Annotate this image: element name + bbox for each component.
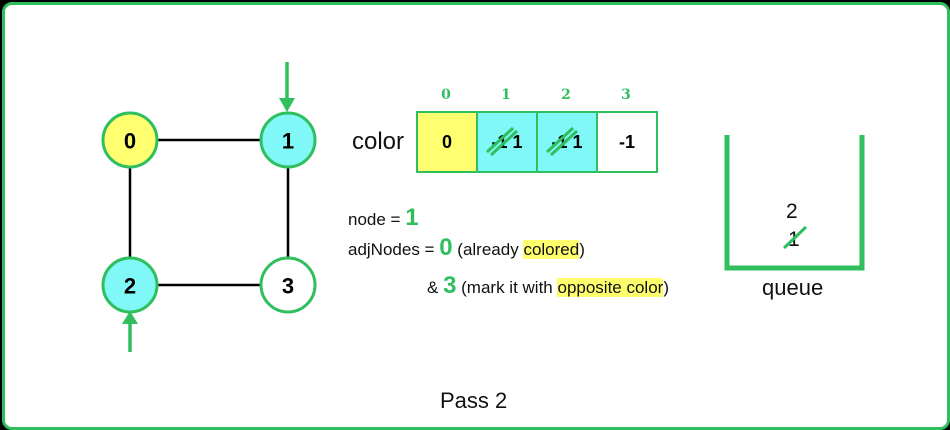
color-cell-0-value: 0	[441, 131, 452, 152]
queue-label: queue	[762, 275, 824, 300]
color-cell-2: -1 1	[536, 111, 598, 173]
graph-node-2	[101, 256, 159, 314]
adj-prefix: adjNodes =	[348, 240, 440, 259]
strike-through-mark	[782, 225, 808, 250]
graph-node-0	[101, 111, 159, 169]
color-index-1: 1	[501, 87, 511, 103]
queue-item-removed: 1	[782, 225, 808, 252]
graph-node-1	[259, 111, 317, 169]
node-value: 1	[405, 204, 419, 231]
color-array-label: color	[352, 128, 405, 155]
graph-node-0-label: 0	[124, 129, 136, 154]
graph-node-1-label: 1	[282, 129, 294, 154]
colored-highlight: colored	[523, 240, 580, 259]
color-index-0: 0	[441, 87, 451, 103]
color-cell-1-value: 1	[512, 131, 523, 152]
arrowhead-to-node-2	[122, 311, 138, 324]
node-line: node = 1	[348, 204, 419, 232]
queue-container	[724, 135, 865, 271]
arrowhead-to-node-1	[279, 98, 295, 112]
mark-open: (mark it with	[456, 278, 558, 297]
color-cell-2-old-value: -1	[546, 126, 579, 156]
color-cell-3: -1	[596, 111, 658, 173]
pass-label: Pass 2	[440, 388, 508, 413]
opposite-color-highlight: opposite color	[557, 278, 664, 297]
adj-value-2: 3	[443, 272, 457, 299]
color-index-3: 3	[621, 87, 631, 103]
queue-item-top: 2	[786, 200, 798, 223]
color-cell-3-value: -1	[618, 131, 635, 152]
strike-through-mark	[486, 126, 519, 156]
node-prefix: node =	[348, 210, 406, 229]
adj-open: (already	[452, 240, 524, 259]
graph-node-2-label: 2	[124, 274, 136, 299]
color-cell-2-value: 1	[572, 131, 583, 152]
adj-close: )	[579, 240, 585, 259]
ampersand: &	[427, 278, 444, 297]
mark-close: )	[663, 278, 669, 297]
adj-value-1: 0	[439, 234, 453, 261]
adjnodes-line: adjNodes = 0 (already colored)	[348, 234, 585, 262]
strike-through-mark	[546, 126, 579, 156]
color-cell-1-old-value: -1	[486, 126, 519, 156]
color-cell-1: -1 1	[476, 111, 538, 173]
color-index-2: 2	[561, 87, 571, 103]
graph-node-3-label: 3	[282, 274, 294, 299]
graph-node-3	[259, 256, 317, 314]
second-adjnode-line: & 3 (mark it with opposite color)	[427, 272, 669, 300]
color-cell-0: 0	[416, 111, 478, 173]
